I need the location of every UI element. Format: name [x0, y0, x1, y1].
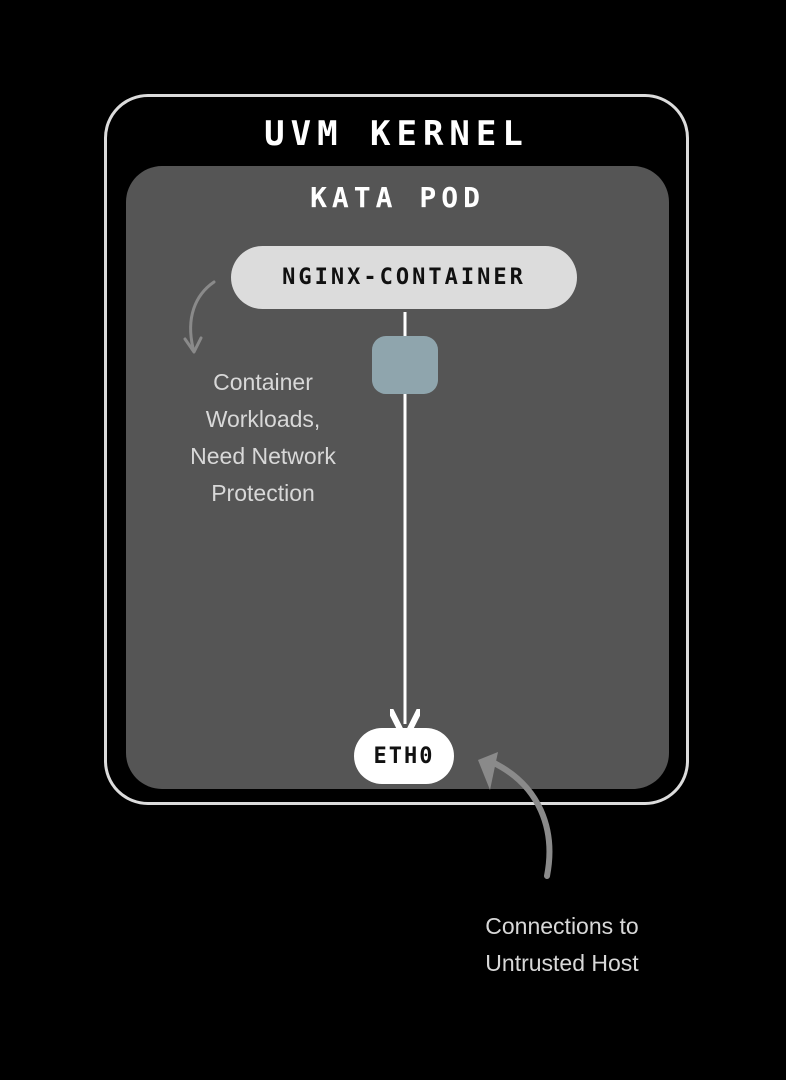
workloads-arrowhead-icon: [183, 336, 203, 354]
uvm-kernel-label: UVM KERNEL: [264, 114, 529, 154]
connections-note-line: Connections to: [485, 913, 639, 939]
workloads-note-line: Container: [213, 369, 313, 395]
network-filter-box: [372, 336, 438, 394]
connections-note-line: Untrusted Host: [485, 950, 639, 976]
connections-curved-arrow-icon: [489, 759, 553, 879]
workloads-note: Container Workloads, Need Network Protec…: [168, 364, 358, 512]
workloads-curved-arrow-icon: [189, 280, 216, 350]
nginx-container-node: NGINX-CONTAINER: [231, 246, 577, 309]
eth0-label: ETH0: [373, 743, 435, 769]
nginx-container-label: NGINX-CONTAINER: [282, 265, 526, 290]
kata-pod-label: KATA POD: [310, 181, 485, 214]
workloads-note-line: Need Network: [190, 443, 336, 469]
connections-arrowhead-icon: [478, 752, 498, 790]
connections-note: Connections to Untrusted Host: [452, 908, 672, 982]
workloads-note-line: Protection: [211, 480, 315, 506]
eth0-interface-node: ETH0: [354, 728, 454, 784]
workloads-note-line: Workloads,: [205, 406, 321, 432]
